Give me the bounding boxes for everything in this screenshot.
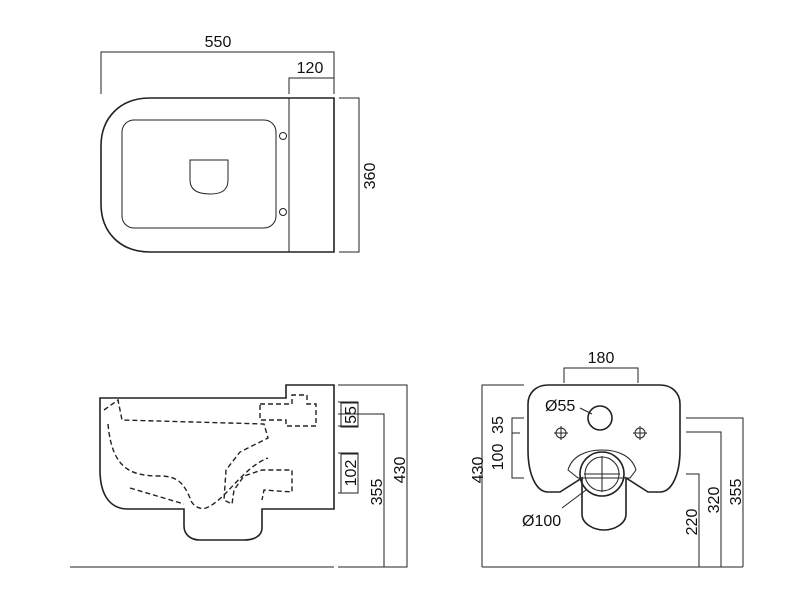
dim-back-430-label: 430	[470, 457, 487, 484]
dim-55-box	[340, 402, 359, 428]
bowl-rim	[121, 119, 277, 229]
dim-220-line	[686, 473, 700, 567]
dim-back-355-line	[686, 417, 744, 567]
dim-100-label: 100	[490, 444, 507, 471]
dim-100-dia-leader	[561, 489, 587, 509]
dim-back-430-line	[481, 384, 524, 567]
dim-430-label: 430	[392, 457, 409, 484]
top-view: 550 120 360	[100, 34, 379, 253]
dim-102-label: 102	[343, 460, 360, 487]
flush-channel-hidden	[129, 487, 185, 505]
dim-320-line	[686, 431, 722, 567]
back-view-outline	[527, 384, 681, 531]
flush-inlet-hidden	[259, 394, 317, 427]
dim-55-dia-leader	[579, 407, 593, 415]
back-view: 180 Ø55 35 100 430 Ø100 220 320 355	[470, 350, 745, 568]
dim-length-line	[100, 51, 335, 94]
dim-102-box	[340, 453, 359, 494]
side-view-outline	[99, 384, 335, 541]
inlet-hole	[587, 405, 613, 431]
dim-55-dia-label: Ø55	[545, 398, 575, 415]
dim-320-label: 320	[706, 487, 723, 514]
dim-back-355-label: 355	[728, 479, 745, 506]
dim-180-label: 180	[588, 350, 615, 367]
dim-430-line	[338, 384, 408, 568]
fixing-cross-left	[554, 426, 568, 440]
dim-355-label: 355	[369, 479, 386, 506]
dim-tank-label: 120	[297, 60, 324, 77]
dim-100-dia-label: Ø100	[522, 513, 561, 530]
bowl-opening	[189, 159, 229, 195]
dim-220-label: 220	[684, 509, 701, 536]
dim-width-line	[339, 97, 360, 253]
dim-35-100-line	[511, 417, 524, 479]
top-view-outline	[100, 97, 335, 253]
fixing-hole-top	[279, 132, 287, 140]
outlet-shroud	[567, 449, 637, 479]
outlet-pipe-outer	[579, 451, 625, 497]
dim-35-label: 35	[490, 416, 507, 434]
trap-passage-hidden	[103, 398, 293, 506]
dim-tank-line	[288, 77, 334, 94]
dim-length-label: 550	[205, 34, 232, 51]
dim-55-label: 55	[343, 406, 360, 424]
fixing-cross-right	[633, 426, 647, 440]
bowl-inner-hidden	[107, 423, 269, 510]
dim-180-line	[563, 367, 639, 383]
side-view: 55 102 355 430	[70, 384, 409, 568]
dim-width-label: 360	[362, 163, 379, 190]
fixing-hole-bottom	[279, 208, 287, 216]
